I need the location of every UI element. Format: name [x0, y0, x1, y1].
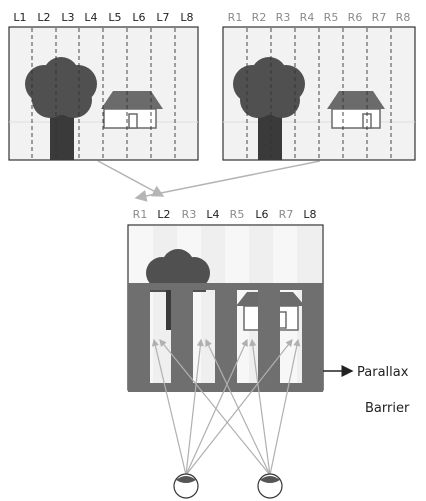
strip-label-l1: L1: [13, 11, 26, 24]
interleaved-label-2: L2: [157, 208, 170, 221]
tree-icon: [25, 57, 97, 160]
left-view-image: [8, 26, 199, 161]
viewing-rays: [151, 338, 301, 476]
strip-label-l5: L5: [108, 11, 121, 24]
strip-label-l8: L8: [180, 11, 193, 24]
house-icon: [327, 91, 385, 129]
strip-label-r8: R8: [396, 11, 411, 24]
strip-label-r6: R6: [348, 11, 363, 24]
interleaved-label-1: R1: [133, 208, 148, 221]
house-icon: [101, 91, 163, 129]
strip-label-l4: L4: [84, 11, 97, 24]
strip-label-l7: L7: [156, 11, 169, 24]
interleaved-label-8: L8: [303, 208, 316, 221]
strip-dividers: [31, 28, 176, 159]
left-eye-icon: [173, 473, 199, 499]
tree-icon: [233, 57, 305, 160]
right-view-image: [222, 26, 416, 161]
strip-label-r7: R7: [372, 11, 387, 24]
strip-label-r2: R2: [252, 11, 267, 24]
strip-label-r3: R3: [276, 11, 291, 24]
strip-label-r1: R1: [228, 11, 243, 24]
strip-label-l3: L3: [61, 11, 74, 24]
interleaved-strip-labels: R1 L2 R3 L4 R5 L6 R7 L8: [133, 208, 317, 221]
interleaved-label-5: R5: [230, 208, 245, 221]
right-eye-icon: [257, 473, 283, 499]
barrier-label-line1: Parallax: [357, 365, 409, 380]
interleaved-label-3: R3: [182, 208, 197, 221]
strip-label-r5: R5: [324, 11, 339, 24]
strip-label-r4: R4: [300, 11, 315, 24]
right-strip-labels: R1 R2 R3 R4 R5 R6 R7 R8: [228, 11, 411, 24]
strip-dividers: [246, 28, 392, 159]
left-strip-labels: L1 L2 L3 L4 L5 L6 L7 L8: [13, 11, 193, 24]
strip-label-l6: L6: [132, 11, 145, 24]
strip-label-l2: L2: [37, 11, 50, 24]
interleaved-label-4: L4: [206, 208, 219, 221]
interleaved-label-7: R7: [279, 208, 294, 221]
merge-arrows: [97, 160, 321, 202]
barrier-label-line2: Barrier: [365, 401, 410, 416]
interleaved-label-6: L6: [255, 208, 268, 221]
